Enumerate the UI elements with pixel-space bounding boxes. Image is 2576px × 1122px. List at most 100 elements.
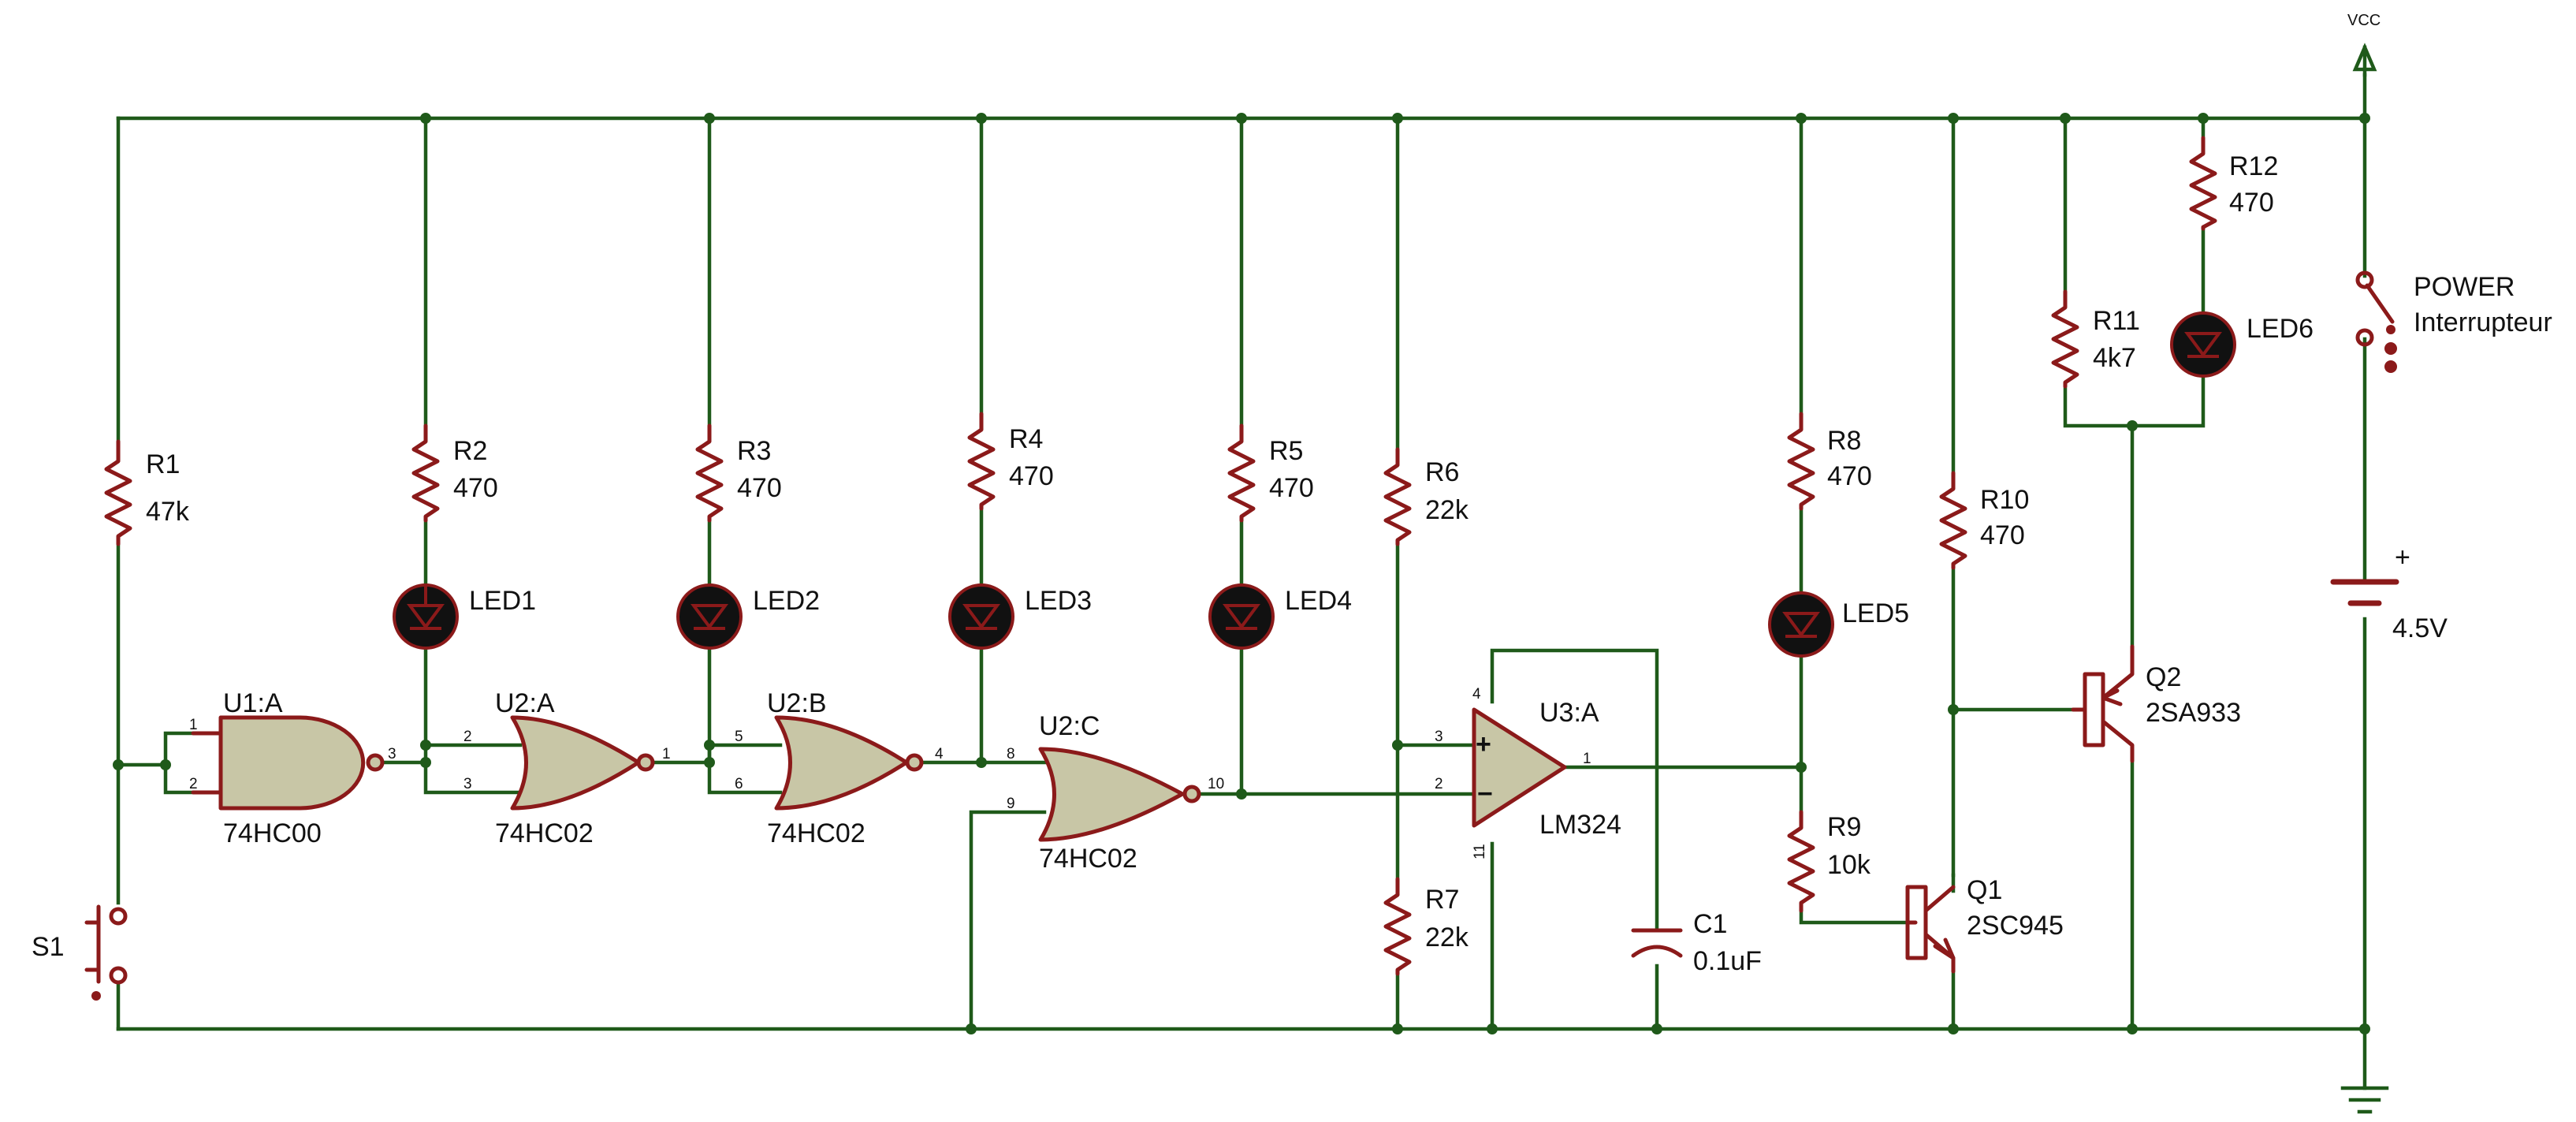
junction-dot — [976, 113, 987, 124]
led-label: LED4 — [1285, 586, 1352, 616]
pin-number: 11 — [1472, 844, 1488, 859]
resistor-r11: R11 4k7 — [2051, 289, 2140, 389]
gate-part: 74HC02 — [1039, 844, 1137, 874]
resistor-value: 470 — [1009, 461, 1054, 491]
opamp-minus: − — [1477, 779, 1493, 809]
nand-gate-icon — [218, 715, 366, 811]
resistor-r10: R10 470 — [1939, 471, 2029, 570]
led-4: LED4 — [1208, 583, 1352, 650]
opamp-u3a: + − U3:A LM324 4 3 2 1 11 — [1435, 686, 1621, 859]
resistor-ref: R12 — [2229, 151, 2278, 181]
ground-terminal — [2340, 1086, 2389, 1114]
resistor-ref: R6 — [1425, 457, 1459, 487]
pin-number: 5 — [735, 729, 743, 745]
switch-ref: S1 — [32, 932, 65, 962]
transistor-q2: Q2 2SA933 — [2071, 644, 2241, 763]
led-icon — [2170, 311, 2236, 378]
wires — [116, 73, 2367, 1090]
switch-ref: POWER — [2414, 272, 2515, 302]
capacitor-ref: C1 — [1693, 909, 1727, 939]
pushbutton-icon — [84, 904, 101, 984]
led-label: LED6 — [2247, 314, 2314, 344]
junction-dot — [704, 757, 715, 768]
led-label: LED5 — [1842, 598, 1909, 628]
transistor-part: 2SC945 — [1967, 911, 2064, 941]
pin-number: 2 — [189, 776, 198, 792]
junction-dot — [160, 759, 171, 770]
switch-power: POWER Interrupteur — [2355, 270, 2552, 373]
resistor-r6: R6 22k — [1383, 447, 1469, 546]
gate-ref: U2:C — [1039, 711, 1100, 741]
capacitor-icon — [1631, 928, 1683, 958]
junction-dot — [976, 757, 987, 768]
switch-s1: S1 — [32, 904, 128, 1001]
junction-dot — [2359, 113, 2370, 124]
ground-icon — [2340, 1086, 2389, 1114]
nor-gate-icon — [1038, 747, 1185, 842]
gate-part: 74HC02 — [767, 818, 865, 848]
gate-ref: U2:B — [767, 688, 827, 718]
resistor-ref: R4 — [1009, 424, 1043, 454]
junction-dot — [420, 740, 431, 751]
resistor-symbol — [2189, 136, 2217, 231]
junction-dot — [1948, 704, 1959, 715]
opamp-icon — [1472, 707, 1567, 828]
resistor-value: 470 — [1980, 520, 2025, 550]
junction-dot — [2127, 1023, 2138, 1034]
resistor-ref: R11 — [2093, 306, 2140, 336]
gate-u2c-nor: U2:C 74HC02 8 9 10 — [1007, 711, 1224, 874]
resistor-symbol — [104, 439, 132, 546]
resistor-value: 470 — [453, 473, 498, 503]
led-6: LED6 — [2170, 311, 2314, 378]
junction-dot — [966, 1023, 977, 1034]
resistor-ref: R5 — [1269, 436, 1303, 466]
gate-u1a-nand: U1:A 74HC00 1 2 3 — [189, 688, 396, 848]
pin-number: 10 — [1208, 776, 1224, 792]
junction-dot — [1236, 113, 1247, 124]
resistor-ref: R1 — [146, 449, 180, 479]
junction-dot — [1796, 113, 1807, 124]
gate-u2b-nor: U2:B 74HC02 5 6 4 — [735, 688, 944, 848]
vcc-label: VCC — [2347, 12, 2381, 29]
battery: + 4.5V — [2330, 542, 2448, 643]
led-label: LED2 — [753, 586, 820, 616]
junction-dot — [2127, 420, 2138, 431]
pin-number: 9 — [1007, 796, 1015, 812]
led-label: LED1 — [469, 586, 536, 616]
pin-number: 1 — [662, 746, 671, 762]
junction-dot — [2359, 1023, 2370, 1034]
vcc-arrow-icon — [2352, 43, 2377, 77]
opamp-part: LM324 — [1539, 810, 1621, 840]
transistor-part: 2SA933 — [2146, 698, 2241, 728]
resistor-symbol — [1227, 423, 1256, 523]
led-label: LED3 — [1025, 586, 1092, 616]
junction-dot — [1948, 1023, 1959, 1034]
junction-dot — [420, 757, 431, 768]
resistor-r9: R9 10k — [1787, 810, 1871, 913]
resistor-value: 4k7 — [2093, 343, 2136, 373]
led-5: LED5 — [1768, 591, 1909, 658]
resistor-symbol — [1787, 412, 1815, 511]
junction-dot — [420, 113, 431, 124]
resistor-symbol — [967, 412, 996, 511]
led-icon — [1768, 591, 1834, 658]
junction-dot — [1796, 762, 1807, 773]
battery-plus: + — [2395, 542, 2410, 572]
capacitor-value: 0.1uF — [1693, 946, 1762, 976]
gate-ref: U1:A — [223, 688, 283, 718]
vcc-terminal: VCC — [2347, 12, 2381, 77]
junction-dot — [704, 113, 715, 124]
transistor-q1: Q1 2SC945 — [1905, 875, 2064, 974]
switch-value: Interrupteur — [2414, 308, 2552, 337]
resistor-symbol — [411, 423, 440, 523]
pin-number: 6 — [735, 776, 743, 792]
toggle-switch-icon — [2365, 283, 2395, 324]
gate-ref: U2:A — [495, 688, 555, 718]
junction-dots — [113, 113, 2370, 1034]
resistor-ref: R10 — [1980, 485, 2029, 515]
pin-number: 3 — [1435, 729, 1443, 745]
pin-number: 4 — [935, 746, 944, 762]
pin-number: 8 — [1007, 746, 1015, 762]
transistor-ref: Q2 — [2146, 662, 2181, 692]
junction-dot — [1651, 1023, 1662, 1034]
